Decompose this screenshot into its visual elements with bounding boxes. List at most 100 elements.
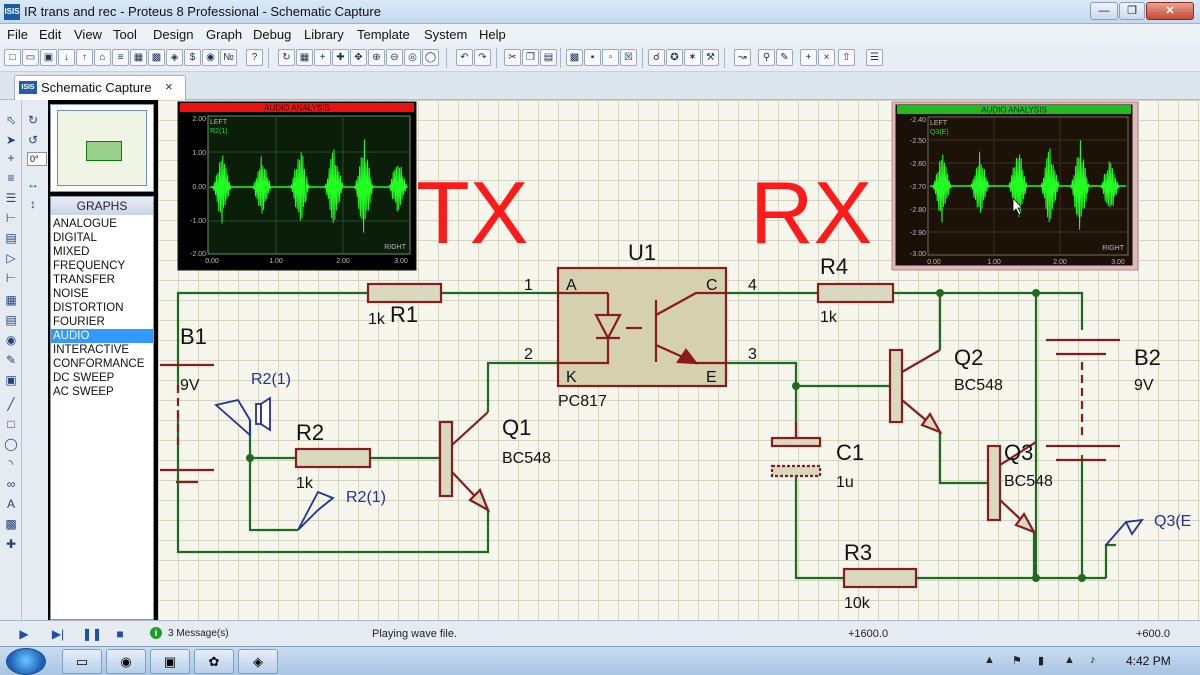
play-icon[interactable]: ▶	[19, 627, 29, 641]
resistor-r3[interactable]	[842, 567, 918, 589]
paint-icon[interactable]: ✿	[194, 649, 234, 674]
search-icon[interactable]: ⚲	[758, 49, 775, 66]
text-icon[interactable]: A	[6, 497, 15, 511]
tray-arrow-icon[interactable]: ▲	[984, 654, 995, 666]
pan-icon[interactable]: ✥	[350, 49, 367, 66]
resistor-r2[interactable]	[294, 447, 372, 469]
schematic-icon[interactable]: ≡	[112, 49, 129, 66]
message-count[interactable]: 3 Message(s)	[168, 628, 229, 639]
path-icon[interactable]: ∞	[6, 477, 16, 491]
voltage-probe-q3[interactable]	[1105, 518, 1144, 546]
menu-debug[interactable]: Debug	[253, 27, 292, 42]
export-icon[interactable]: ↑	[76, 49, 93, 66]
gerber-icon[interactable]: ▩	[148, 49, 165, 66]
overview-window[interactable]	[50, 104, 154, 192]
source-icon[interactable]: №	[220, 49, 237, 66]
voltage-probe-r2[interactable]	[297, 490, 335, 531]
battery-b1[interactable]	[160, 363, 214, 484]
refresh-icon[interactable]: ↻	[278, 49, 295, 66]
graph-item-conformance[interactable]: CONFORMANCE	[53, 358, 145, 370]
wire-autorouter-icon[interactable]: ↝	[734, 49, 751, 66]
proteus-task-icon[interactable]: ◈	[238, 649, 278, 674]
chrome-icon[interactable]: ◉	[106, 649, 146, 674]
stop-icon[interactable]: ■	[116, 627, 124, 641]
transistor-q3[interactable]	[986, 441, 1037, 535]
help-icon[interactable]: ?	[246, 49, 263, 66]
graph-item-analogue[interactable]: ANALOGUE	[53, 218, 117, 230]
pcb-icon[interactable]: ▦	[130, 49, 147, 66]
grid-icon[interactable]: ▦	[296, 49, 313, 66]
start-button[interactable]	[6, 648, 46, 675]
capacitor-c1[interactable]	[770, 422, 822, 478]
menu-graph[interactable]: Graph	[206, 27, 243, 42]
explorer-icon[interactable]: ▭	[62, 649, 102, 674]
save-icon[interactable]: ▣	[40, 49, 57, 66]
terminal-icon[interactable]: ▷	[6, 251, 16, 265]
pick-device-icon[interactable]: ☌	[648, 49, 665, 66]
network-icon[interactable]: ▲	[1064, 654, 1075, 666]
voltage-probe-icon[interactable]: ✎	[5, 353, 17, 367]
wire-label-icon[interactable]: ≡	[7, 171, 15, 185]
menu-view[interactable]: View	[74, 27, 102, 42]
pause-icon[interactable]: ❚❚	[82, 627, 103, 641]
graph-item-distortion[interactable]: DISTORTION	[53, 302, 124, 314]
copy-icon[interactable]: ❐	[522, 49, 539, 66]
line-icon[interactable]: ╱	[7, 397, 15, 411]
tx-audio-graph[interactable]: AUDIO ANALYSIS LEFT R2(1) RIGHT 2.00 1.0…	[177, 101, 417, 271]
decompose-icon[interactable]: ⚒	[702, 49, 719, 66]
graph-mode-icon[interactable]: ▦	[5, 293, 17, 307]
rx-audio-graph[interactable]: AUDIO ANALYSIS LEFT Q3(E) RIGHT -2.40 -2…	[891, 101, 1139, 271]
battery-tray-icon[interactable]: ▮	[1038, 655, 1045, 667]
undo-icon[interactable]: ↶	[456, 49, 473, 66]
overview-viewport[interactable]	[86, 141, 122, 161]
pin-icon[interactable]: ⊢	[5, 271, 17, 285]
block-delete-icon[interactable]: ☒	[620, 49, 637, 66]
make-device-icon[interactable]: ✪	[666, 49, 683, 66]
info-icon[interactable]: i	[150, 627, 162, 639]
zoom-in-icon[interactable]: ⊕	[368, 49, 385, 66]
property-icon[interactable]: ✎	[776, 49, 793, 66]
volume-icon[interactable]: ♪	[1090, 654, 1096, 666]
graph-item-mixed[interactable]: MIXED	[53, 246, 90, 258]
menu-tool[interactable]: Tool	[113, 27, 137, 42]
menu-edit[interactable]: Edit	[39, 27, 62, 42]
tape-recorder-icon[interactable]: ▤	[5, 313, 17, 327]
netlist-icon[interactable]: ☰	[866, 49, 883, 66]
graph-item-digital[interactable]: DIGITAL	[53, 232, 97, 244]
import-icon[interactable]: ↓	[58, 49, 75, 66]
mirror-y-icon[interactable]: ↕	[30, 197, 36, 211]
text-script-icon[interactable]: ☰	[5, 191, 17, 205]
maximize-button[interactable]: ❐	[1119, 2, 1145, 20]
graph-item-fourier[interactable]: FOURIER	[53, 316, 105, 328]
selection-mode-icon[interactable]: ⬁	[5, 113, 17, 127]
transistor-q2[interactable]	[888, 348, 943, 435]
graph-item-frequency[interactable]: FREQUENCY	[53, 260, 126, 272]
step-icon[interactable]: ▶|	[51, 627, 65, 641]
rotate-ccw-icon[interactable]: ↺	[27, 133, 39, 147]
graph-item-ac-sweep[interactable]: AC SWEEP	[53, 386, 114, 398]
menu-template[interactable]: Template	[357, 27, 410, 42]
box-icon[interactable]: □	[7, 417, 15, 431]
arc-icon[interactable]: ◝	[8, 457, 14, 471]
generator-icon[interactable]: ◉	[5, 333, 17, 347]
menu-file[interactable]: File	[7, 27, 28, 42]
minimize-button[interactable]: —	[1090, 2, 1118, 20]
graph-item-noise[interactable]: NOISE	[53, 288, 89, 300]
graph-item-audio[interactable]: AUDIO	[51, 329, 153, 343]
close-button[interactable]: ✕	[1146, 2, 1194, 20]
component-mode-icon[interactable]: ➤	[5, 133, 17, 147]
center-icon[interactable]: ✚	[332, 49, 349, 66]
instrument-icon[interactable]: ▣	[5, 373, 17, 387]
zoom-area-icon[interactable]: ◯	[422, 49, 439, 66]
graph-item-interactive[interactable]: INTERACTIVE	[53, 344, 130, 356]
graph-item-transfer[interactable]: TRANSFER	[53, 274, 115, 286]
speaker-icon[interactable]	[214, 396, 271, 437]
menu-design[interactable]: Design	[153, 27, 194, 42]
menu-library[interactable]: Library	[304, 27, 344, 42]
optocoupler-u1[interactable]	[556, 266, 728, 388]
block-rotate-icon[interactable]: ▫	[602, 49, 619, 66]
home-icon[interactable]: ⌂	[94, 49, 111, 66]
zoom-all-icon[interactable]: ◎	[404, 49, 421, 66]
open-folder-icon[interactable]: ▭	[22, 49, 39, 66]
tab-close-icon[interactable]: ×	[165, 79, 173, 94]
